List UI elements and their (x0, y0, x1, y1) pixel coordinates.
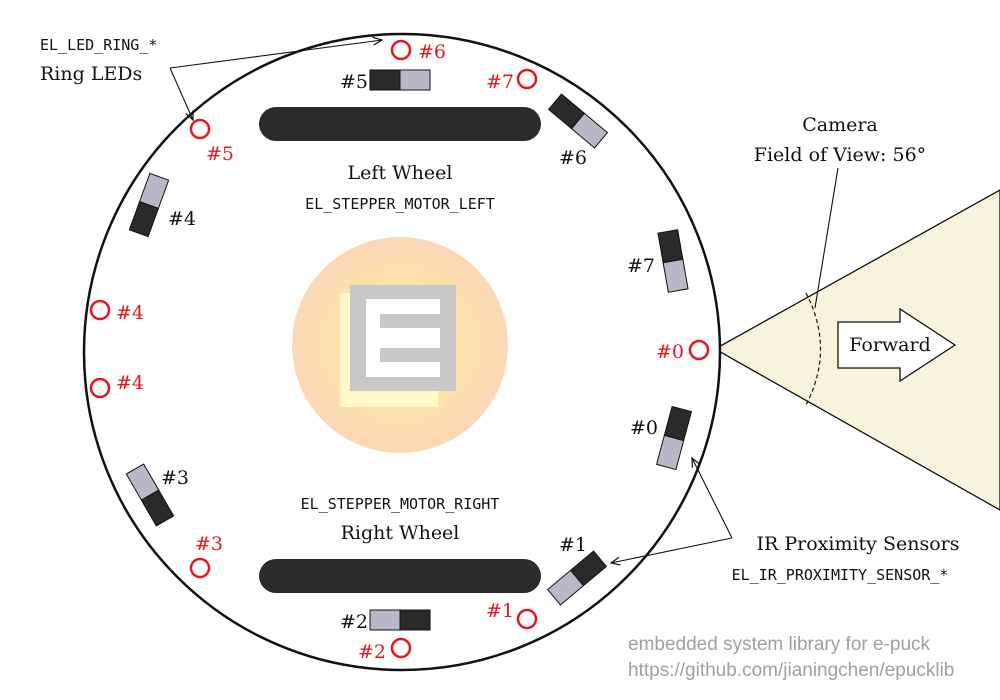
ring-led-label-5: #5 (206, 143, 234, 165)
ring-leds (89, 39, 710, 659)
right-wheel-code: EL_STEPPER_MOTOR_RIGHT (301, 495, 500, 513)
ir-sensors (125, 69, 693, 631)
epucklib-logo (292, 237, 508, 453)
ring-led-label-4a: #4 (116, 372, 144, 394)
ir-sensor-label-3: #3 (161, 467, 189, 489)
ir-sensor-3 (125, 463, 175, 527)
fov-angle-arc (805, 292, 822, 406)
led-callout-arrow-1 (169, 40, 382, 69)
forward-arrow: Forward (837, 307, 957, 383)
ir-callout-arrow-1 (692, 458, 733, 539)
ir-sensor-label-1: #1 (559, 534, 587, 556)
forward-label: Forward (849, 334, 931, 356)
ring-led-4a (89, 377, 111, 399)
footer-line-2: https://github.com/jianingchen/epucklib (628, 660, 954, 681)
ir-sensor-label-5: #5 (340, 71, 368, 93)
ir-sensor-label-7: #7 (627, 255, 655, 277)
left-wheel-title: Left Wheel (348, 162, 453, 184)
led-ring-title: Ring LEDs (40, 63, 142, 85)
ir-callout-arrow-2 (611, 537, 733, 563)
ir-code: EL_IR_PROXIMITY_SENSOR_* (732, 566, 949, 584)
left-wheel (259, 107, 541, 141)
ir-sensor-label-0: #0 (630, 417, 658, 439)
camera-callout-line (814, 167, 839, 309)
ir-sensor-6 (547, 93, 609, 149)
ir-sensor-1 (546, 550, 608, 606)
ring-led-0 (688, 339, 710, 361)
ring-led-label-2: #2 (358, 641, 386, 663)
ring-led-label-0: #0 (656, 341, 684, 363)
led-ring-code: EL_LED_RING_* (40, 36, 157, 54)
ring-led-2 (390, 637, 412, 659)
ring-led-label-3: #3 (195, 533, 223, 555)
ring-led-label-1: #1 (486, 600, 514, 622)
ring-led-label-6: #6 (418, 41, 446, 63)
ir-title: IR Proximity Sensors (757, 533, 960, 555)
ring-led-1 (516, 608, 538, 630)
ring-led-3 (189, 557, 211, 579)
right-wheel (259, 559, 541, 593)
ring-led-5 (189, 118, 211, 140)
ir-sensor-label-2: #2 (340, 611, 368, 633)
ir-sensor-label-4: #4 (168, 208, 196, 230)
camera-fov-label: Field of View: 56° (754, 144, 926, 166)
ring-led-4b (89, 299, 111, 321)
ring-led-6 (390, 39, 412, 61)
ir-sensor-0 (655, 405, 693, 471)
ring-led-7 (516, 68, 538, 90)
ir-sensor-4 (128, 172, 170, 238)
right-wheel-title: Right Wheel (341, 522, 460, 544)
camera-label: Camera (802, 114, 878, 136)
led-callout-arrow-2 (169, 67, 193, 120)
ir-sensor-2 (369, 609, 431, 631)
ring-led-label-4b: #4 (116, 302, 144, 324)
ir-sensor-5 (369, 69, 431, 91)
ir-sensor-label-6: #6 (559, 147, 587, 169)
ir-sensor-7 (657, 229, 689, 293)
footer-line-1: embedded system library for e-puck (628, 634, 931, 655)
left-wheel-code: EL_STEPPER_MOTOR_LEFT (305, 195, 495, 213)
ring-led-label-7: #7 (486, 71, 514, 93)
